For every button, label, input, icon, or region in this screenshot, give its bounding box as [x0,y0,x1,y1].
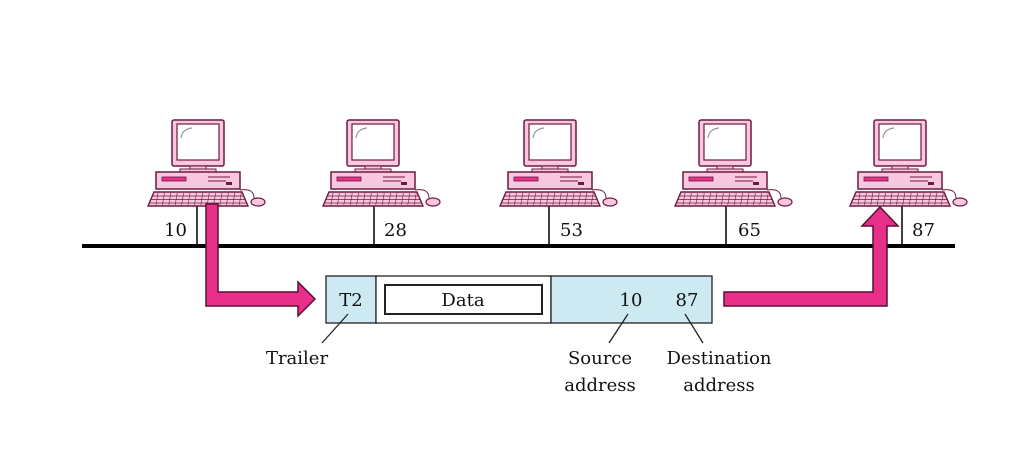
station-65: 65 [673,119,793,246]
source-label-line2: address [564,375,636,396]
frame-destination-address: 87 [676,290,699,311]
frame-data-inner-box [384,284,543,315]
station-28: 28 [321,119,441,246]
station-address-label: 10 [164,220,187,241]
frame-trailer-label: T2 [339,290,362,311]
frame-source-address: 10 [620,290,643,311]
send-arrow [205,203,317,318]
frame-header-cell [550,275,713,324]
station-address-label: 87 [912,220,935,241]
desktop-computer-icon [146,119,266,207]
station-address-label: 53 [560,220,583,241]
desktop-computer-icon [321,119,441,207]
station-53: 53 [498,119,618,246]
desktop-computer-icon [848,119,968,207]
trailer-callout-line [321,313,349,344]
trailer-label: Trailer [266,348,329,369]
receive-arrow [723,205,900,307]
desktop-computer-icon [498,119,618,207]
source-callout-line [608,313,629,344]
source-label-line1: Source [568,348,632,369]
station-87: 87 [848,119,968,246]
desktop-computer-icon [673,119,793,207]
frame-trailer-cell [325,275,377,324]
station-10: 10 [146,119,266,246]
frame-data-label: Data [441,290,484,311]
station-address-label: 28 [384,220,407,241]
destination-callout-line [684,313,704,344]
frame: T2 Data 10 87 [325,275,713,324]
station-address-label: 65 [738,220,761,241]
destination-label-line1: Destination [666,348,771,369]
stations: 10 28 53 65 87 [146,119,968,246]
destination-label-line2: address [683,375,755,396]
